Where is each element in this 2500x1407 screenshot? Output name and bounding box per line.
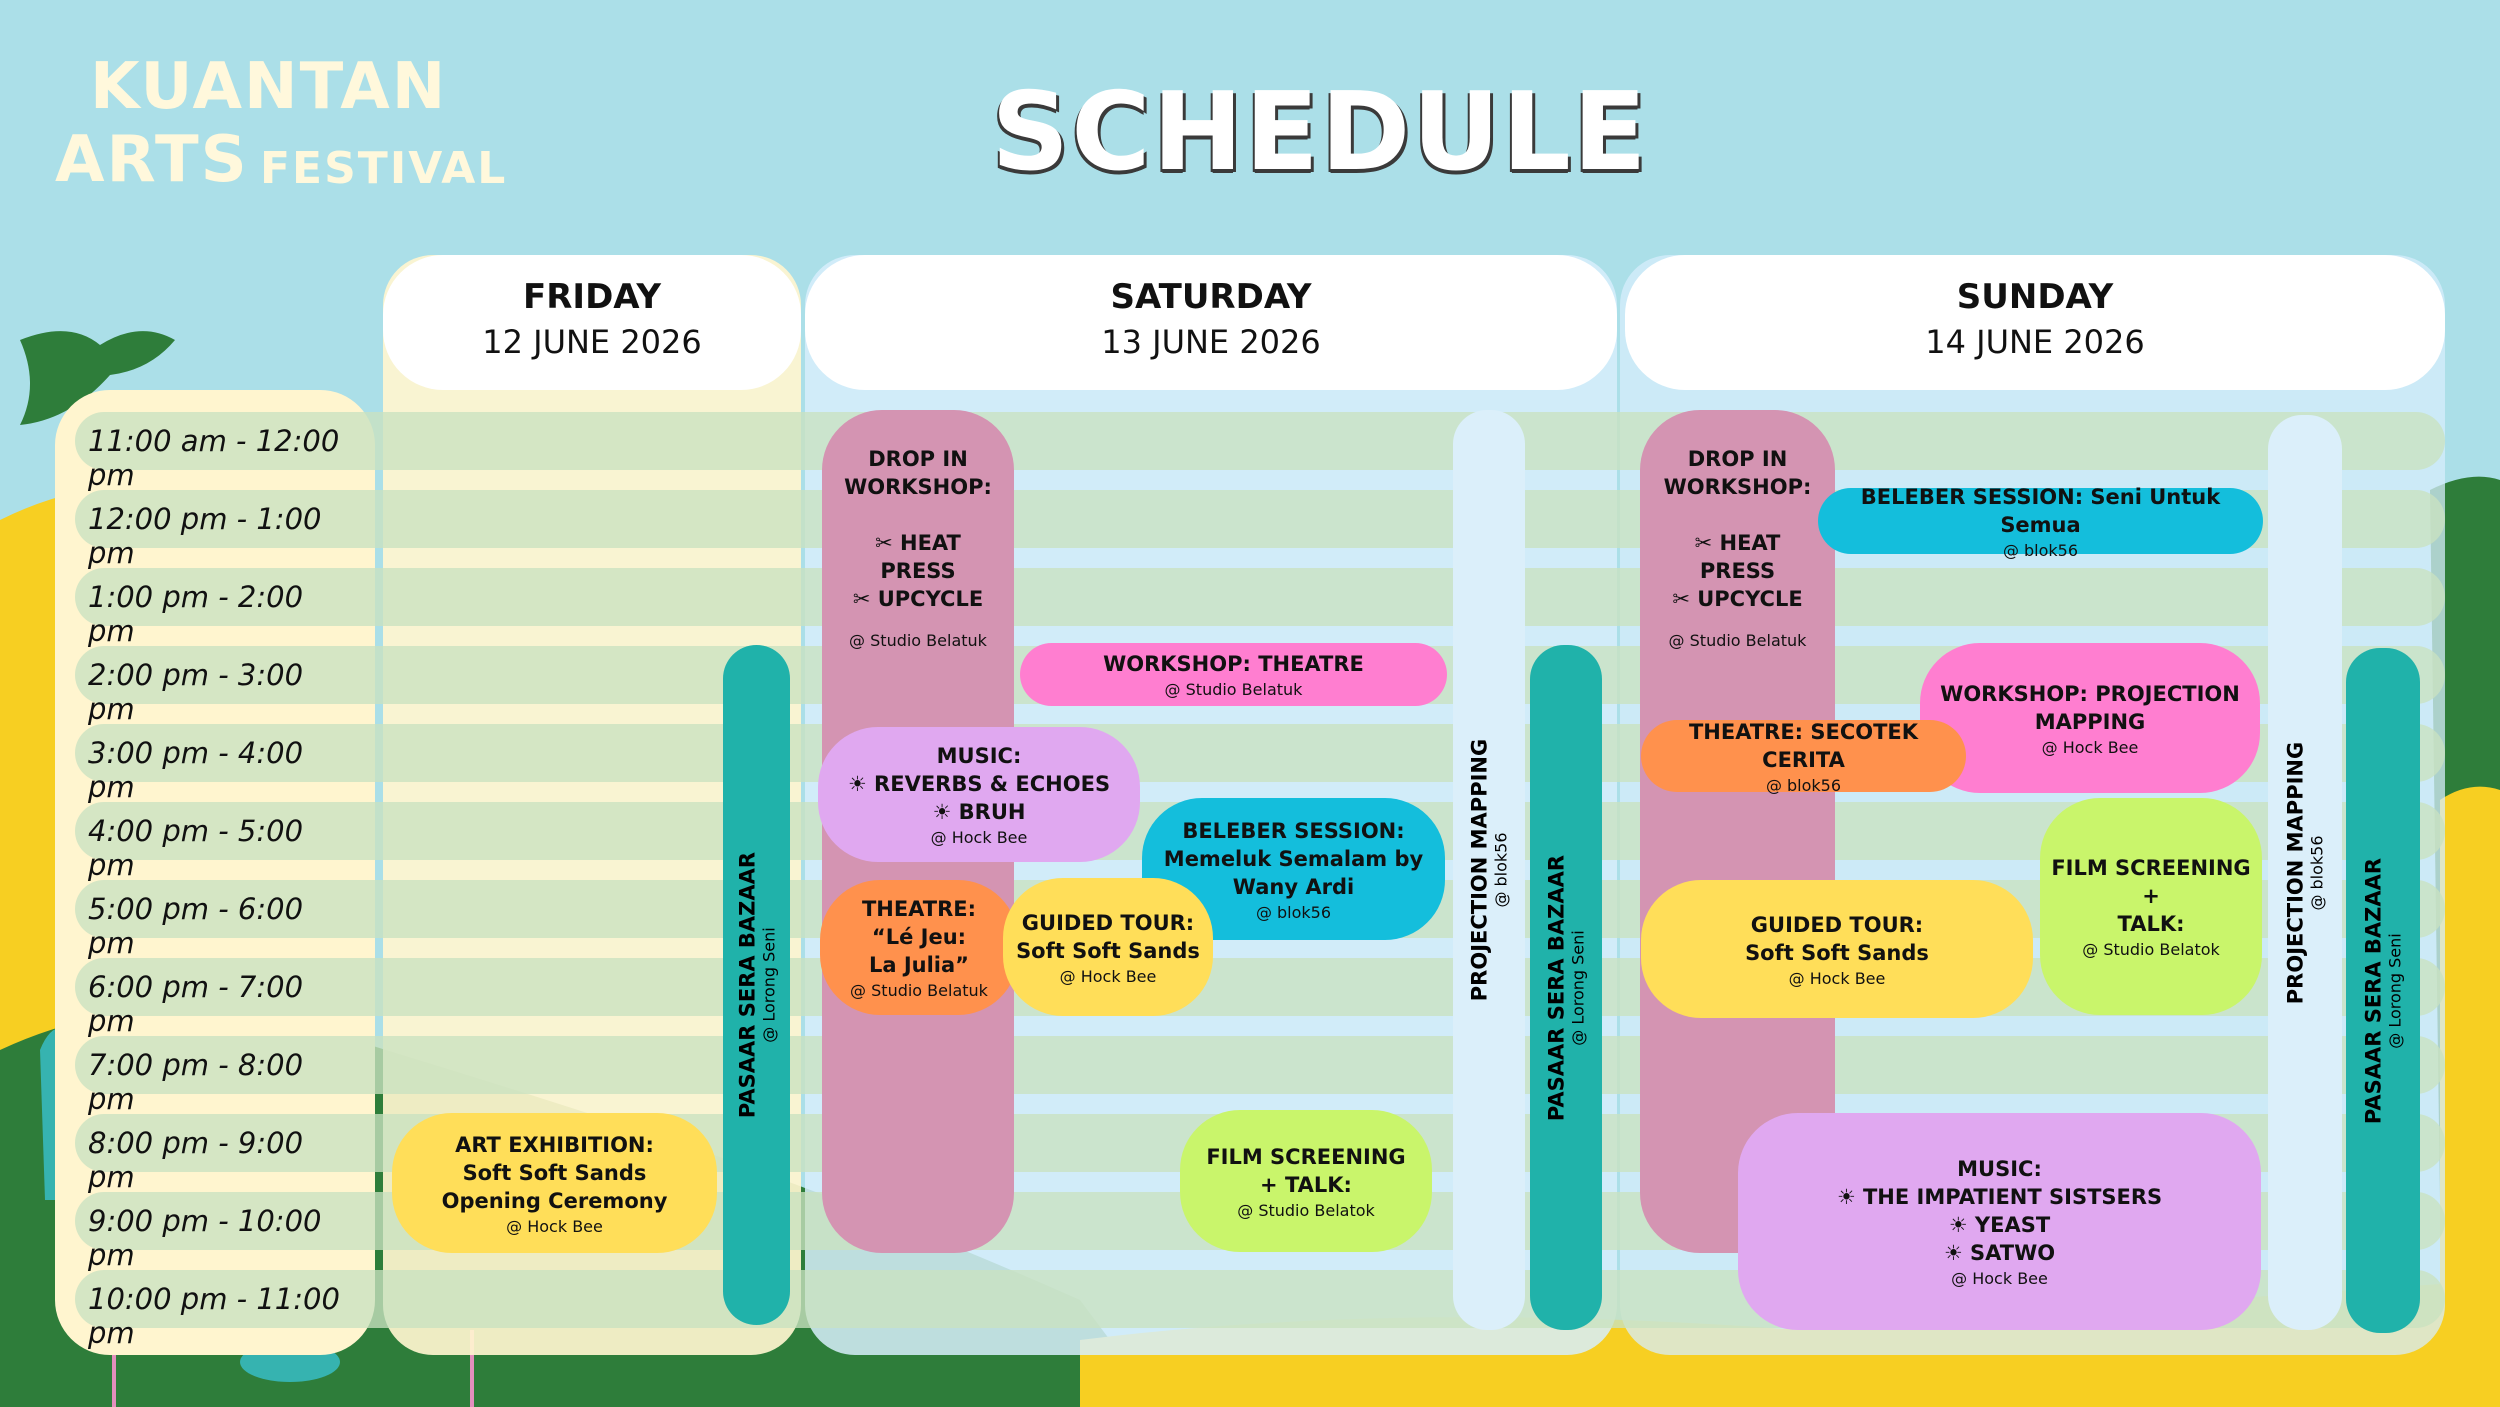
time-slot-label: 2:00 pm - 3:00 pm	[88, 658, 304, 726]
event-title: WORKSHOP: THEATRE	[1103, 652, 1364, 676]
time-slot-label: 9:00 pm - 10:00 pm	[88, 1204, 322, 1272]
event-venue: @ blok56	[1255, 902, 1332, 922]
event-venue: @ Studio Belatuk	[849, 631, 987, 650]
event-bazaar-sunday[interactable]: PASAAR SERA BAZAAR @ Lorong Seni	[2346, 648, 2420, 1333]
event-title: PASAAR SERA BAZAAR	[2361, 857, 2386, 1124]
event-venue: @ Hock Bee	[930, 828, 1028, 847]
event-guided-tour-sunday[interactable]: GUIDED TOUR: Soft Soft Sands @ Hock Bee	[1641, 880, 2033, 1018]
event-venue: @ blok56	[2307, 834, 2327, 911]
event-venue: @ Studio Belatuk	[1164, 680, 1303, 699]
day-date: 12 JUNE 2026	[482, 323, 702, 361]
event-title: MUSIC: ☀ THE IMPATIENT SISTSERS ☀ YEAST …	[1836, 1157, 2163, 1265]
event-bazaar-saturday[interactable]: PASAAR SERA BAZAAR @ Lorong Seni	[1530, 645, 1602, 1330]
event-label: PASAAR SERA BAZAAR @ Lorong Seni	[735, 852, 778, 1118]
event-title: PROJECTION MAPPING	[2283, 741, 2308, 1004]
event-title: GUIDED TOUR: Soft Soft Sands	[1016, 910, 1200, 963]
event-venue: @ Lorong Seni	[2385, 932, 2405, 1049]
event-title: BELEBER SESSION: Memeluk Semalam by Wany…	[1163, 818, 1424, 899]
event-theatre-sunday[interactable]: THEATRE: SECOTEK CERITA @ blok56	[1641, 719, 1966, 795]
event-venue: @ Hock Bee	[506, 1216, 603, 1236]
event-film-screening-saturday[interactable]: FILM SCREENING + TALK: @ Studio Belatok	[1180, 1110, 1432, 1252]
day-name: FRIDAY	[523, 277, 661, 317]
event-title: FILM SCREENING + TALK:	[2051, 856, 2251, 936]
event-theatre-saturday[interactable]: THEATRE: “Lé Jeu: La Julia” @ Studio Bel…	[820, 880, 1018, 1015]
event-film-screening-sunday[interactable]: FILM SCREENING + TALK: @ Studio Belatok	[2040, 798, 2262, 1015]
time-slot-label: 8:00 pm - 9:00 pm	[88, 1126, 304, 1194]
time-row-band	[75, 1036, 2445, 1094]
event-bazaar-friday[interactable]: PASAAR SERA BAZAAR @ Lorong Seni	[723, 645, 790, 1325]
event-title: ART EXHIBITION: Soft Soft Sands Opening …	[441, 1132, 668, 1213]
event-venue: @ blok56	[1765, 775, 1842, 795]
day-header-friday: FRIDAY 12 JUNE 2026	[383, 255, 801, 390]
event-title: MUSIC: ☀ REVERBS & ECHOES ☀ BRUH	[847, 744, 1111, 824]
event-title: PASAAR SERA BAZAAR	[1544, 854, 1569, 1121]
event-workshop-projection-mapping[interactable]: WORKSHOP: PROJECTION MAPPING @ Hock Bee	[1920, 643, 2260, 793]
page-title: SCHEDULE	[991, 70, 1649, 195]
event-workshop-theatre[interactable]: WORKSHOP: THEATRE @ Studio Belatuk	[1020, 643, 1447, 706]
event-title: FILM SCREENING + TALK:	[1206, 1144, 1406, 1197]
event-guided-tour-saturday[interactable]: GUIDED TOUR: Soft Soft Sands @ Hock Bee	[1003, 878, 1213, 1016]
event-drop-in-workshop-sunday[interactable]: DROP IN WORKSHOP: ✂ HEAT PRESS ✂ UPCYCLE…	[1640, 410, 1835, 1253]
day-name: SATURDAY	[1110, 277, 1312, 317]
event-venue: @ Hock Bee	[1951, 1269, 2048, 1288]
time-slot-label: 3:00 pm - 4:00 pm	[88, 736, 304, 804]
event-venue: @ Studio Belatuk	[1668, 631, 1807, 650]
time-slot-label: 11:00 am - 12:00 pm	[88, 424, 340, 492]
event-title: WORKSHOP: PROJECTION MAPPING	[1940, 681, 2240, 734]
logo-line-2: ARTS	[55, 123, 249, 197]
event-venue: @ Studio Belatok	[2082, 940, 2220, 959]
event-projection-mapping-saturday[interactable]: PROJECTION MAPPING @ blok56	[1453, 410, 1525, 1330]
logo-line-3: FESTIVAL	[260, 143, 508, 194]
day-date: 13 JUNE 2026	[1101, 323, 1321, 361]
event-title: PASAAR SERA BAZAAR	[735, 851, 759, 1119]
event-venue: @ Lorong Seni	[1568, 929, 1588, 1046]
time-slot-label: 12:00 pm - 1:00 pm	[88, 502, 322, 570]
time-slot-label: 7:00 pm - 8:00 pm	[88, 1048, 304, 1116]
event-venue: @ Hock Bee	[1788, 968, 1886, 988]
event-title: GUIDED TOUR: Soft Soft Sands	[1745, 912, 1929, 965]
event-venue: @ blok56	[1491, 832, 1511, 908]
event-title: THEATRE: “Lé Jeu: La Julia”	[861, 897, 977, 977]
festival-logo: KUANTAN ARTS FESTIVAL	[50, 45, 510, 197]
event-label: PROJECTION MAPPING @ blok56	[2284, 741, 2327, 1003]
logo-line-1: KUANTAN	[90, 50, 448, 124]
event-music-saturday[interactable]: MUSIC: ☀ REVERBS & ECHOES ☀ BRUH @ Hock …	[818, 727, 1140, 862]
event-music-sunday[interactable]: MUSIC: ☀ THE IMPATIENT SISTSERS ☀ YEAST …	[1738, 1113, 2261, 1330]
time-slot-label: 1:00 pm - 2:00 pm	[88, 580, 304, 648]
event-venue: @ Hock Bee	[2041, 737, 2139, 757]
time-slot-label: 6:00 pm - 7:00 pm	[88, 970, 304, 1038]
event-beleber-session-sunday[interactable]: BELEBER SESSION: Seni Untuk Semua @ blok…	[1818, 485, 2263, 560]
event-venue: @ blok56	[2002, 540, 2079, 560]
day-date: 14 JUNE 2026	[1925, 323, 2145, 361]
event-label: PASAAR SERA BAZAAR @ Lorong Seni	[2362, 857, 2405, 1123]
event-title: BELEBER SESSION: Seni Untuk Semua	[1860, 484, 2221, 537]
day-name: SUNDAY	[1956, 277, 2114, 317]
event-title: DROP IN WORKSHOP: ✂ HEAT PRESS ✂ UPCYCLE	[1663, 447, 1812, 611]
event-title: DROP IN WORKSHOP: ✂ HEAT PRESS ✂ UPCYCLE	[844, 447, 992, 611]
event-venue: @ Studio Belatuk	[850, 981, 988, 1000]
event-venue: @ Lorong Seni	[759, 927, 778, 1043]
event-label: PASAAR SERA BAZAAR @ Lorong Seni	[1545, 854, 1588, 1120]
day-header-saturday: SATURDAY 13 JUNE 2026	[805, 255, 1617, 390]
time-row-band	[75, 412, 2445, 470]
event-title: PROJECTION MAPPING	[1467, 738, 1492, 1002]
event-projection-mapping-sunday[interactable]: PROJECTION MAPPING @ blok56	[2268, 415, 2342, 1330]
event-venue: @ Hock Bee	[1059, 966, 1157, 986]
time-slot-label: 4:00 pm - 5:00 pm	[88, 814, 304, 882]
time-slot-label: 10:00 pm - 11:00 pm	[88, 1282, 340, 1350]
event-title: THEATRE: SECOTEK CERITA	[1688, 719, 1919, 772]
time-slot-label: 5:00 pm - 6:00 pm	[88, 892, 304, 960]
event-art-exhibition[interactable]: ART EXHIBITION: Soft Soft Sands Opening …	[392, 1113, 717, 1253]
event-label: PROJECTION MAPPING @ blok56	[1468, 739, 1511, 1001]
time-row-band	[75, 568, 2445, 626]
day-header-sunday: SUNDAY 14 JUNE 2026	[1625, 255, 2445, 390]
event-venue: @ Studio Belatok	[1237, 1200, 1375, 1220]
